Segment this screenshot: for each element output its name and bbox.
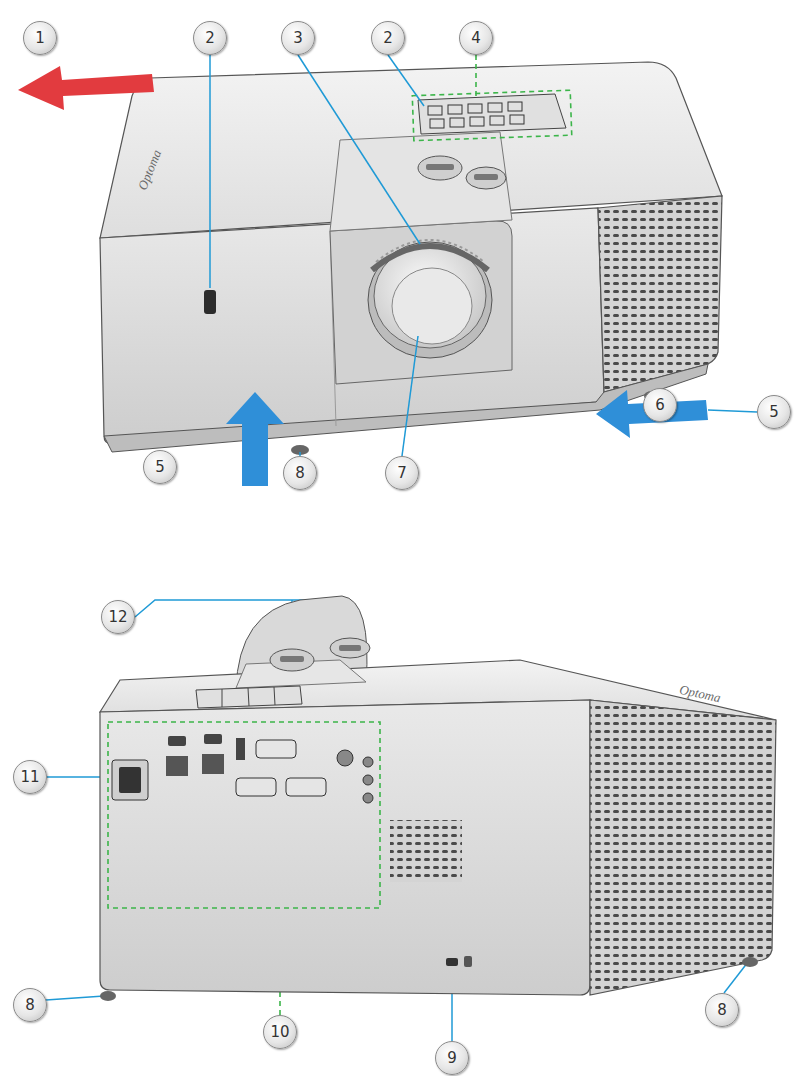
projector-front-view-part — [474, 174, 498, 180]
callout-number: 8 — [717, 1001, 727, 1019]
projector-rear-view-part — [196, 686, 302, 708]
projector-front-view-part — [490, 116, 504, 125]
projector-rear-view-part — [236, 778, 276, 796]
callout-number: 5 — [155, 458, 165, 476]
projector-front-view-part — [392, 268, 472, 344]
callout-number: 7 — [397, 464, 407, 482]
projector-front-view-part — [468, 104, 482, 113]
leader-lines-part — [402, 336, 418, 456]
callout-number: 5 — [769, 403, 779, 421]
callout-circle: 2 — [193, 21, 227, 55]
projector-rear-view-part — [168, 736, 186, 746]
projector-rear-view-part — [108, 722, 380, 908]
projector-rear-view-part — [337, 750, 353, 766]
projector-front-view-part — [426, 164, 454, 170]
projector-front-view-part — [470, 117, 484, 126]
leader-lines-part — [46, 996, 104, 1000]
projector-front-view-part — [204, 290, 216, 314]
projector-rear-view-part — [330, 638, 370, 658]
callout-circle: 4 — [459, 21, 493, 55]
callout-number: 6 — [655, 396, 665, 414]
callout-circle: 5 — [757, 395, 791, 429]
projector-rear-view-part — [339, 645, 361, 651]
callout-number: 3 — [293, 29, 303, 47]
projector-rear-view-part — [112, 760, 148, 800]
leader-lines-part — [298, 55, 420, 244]
projector-rear-view-part — [390, 820, 462, 882]
projector-rear-view-part — [742, 957, 758, 967]
callout-circle: 9 — [435, 1041, 469, 1075]
projector-front-view-part — [418, 94, 566, 134]
callout-number: 11 — [20, 768, 39, 786]
callout-circle: 7 — [385, 456, 419, 490]
projector-rear-view-part — [270, 649, 314, 671]
callout-number: 10 — [270, 1023, 289, 1041]
projector-rear-view-part — [248, 688, 249, 706]
callout-circle: 5 — [143, 450, 177, 484]
projector-front-view — [18, 62, 722, 486]
projector-rear-view-part — [363, 775, 373, 785]
projector-rear-view-part — [222, 689, 223, 707]
projector-front-view-part — [448, 105, 462, 114]
projector-front-view-part — [508, 102, 522, 111]
callout-number: 2 — [205, 29, 215, 47]
projector-front-view-part — [330, 221, 512, 384]
projector-rear-view — [100, 596, 776, 1001]
projector-rear-view-part — [119, 767, 141, 793]
projector-rear-view-part — [236, 738, 245, 760]
projector-rear-view-part — [363, 757, 373, 767]
callout-number: 9 — [447, 1049, 457, 1067]
callout-circle: 1 — [23, 21, 57, 55]
projector-front-view-part — [450, 118, 464, 127]
projector-front-view-part — [226, 392, 284, 486]
leader-lines-part — [388, 55, 424, 106]
projector-front-view-part — [18, 66, 154, 110]
projector-front-view-part — [428, 106, 442, 115]
callout-circle: 3 — [281, 21, 315, 55]
projector-rear-view-part — [100, 700, 590, 995]
callout-number: 12 — [108, 608, 127, 626]
callout-circle: 11 — [13, 760, 47, 794]
projector-front-view-part — [418, 156, 462, 180]
projector-front-view-part — [376, 240, 484, 262]
projector-front-view-part — [372, 246, 488, 270]
projector-front-view-part — [368, 242, 492, 358]
projector-rear-view-part — [286, 778, 326, 796]
projector-front-view-part — [466, 167, 506, 189]
callout-number: 2 — [383, 29, 393, 47]
projector-front-view-part — [412, 90, 571, 140]
callout-circle: 8 — [283, 456, 317, 490]
callout-number: 8 — [295, 464, 305, 482]
projector-front-view-part — [488, 103, 502, 112]
projector-rear-view-part — [100, 991, 116, 1001]
callout-number: 8 — [25, 996, 35, 1014]
projector-rear-view-part — [446, 958, 458, 966]
callout-circle: 6 — [643, 388, 677, 422]
callout-number: 4 — [471, 29, 481, 47]
projector-front-view-part — [510, 115, 524, 124]
leader-lines-part — [708, 410, 757, 412]
callout-circle: 2 — [371, 21, 405, 55]
callout-circle: 10 — [263, 1015, 297, 1049]
projector-rear-view-part — [202, 754, 224, 774]
projector-front-view-part — [430, 119, 444, 128]
dashed-leaders-part — [475, 55, 477, 96]
callout-circle: 8 — [13, 988, 47, 1022]
callout-number: 1 — [35, 29, 45, 47]
leader-lines-part — [209, 55, 211, 288]
projector-rear-view-part — [363, 793, 373, 803]
projector-rear-view-part — [280, 656, 304, 662]
callout-circle: 12 — [101, 600, 135, 634]
projector-front-view-part — [291, 445, 309, 455]
callout-circle: 8 — [705, 993, 739, 1027]
projector-rear-view-part — [274, 687, 275, 705]
projector-rear-view-part — [256, 740, 296, 758]
projector-rear-view-part — [590, 700, 776, 995]
projector-rear-view-part — [464, 956, 472, 967]
projector-rear-view-part — [166, 756, 188, 776]
projector-rear-view-part — [204, 734, 222, 744]
projector-front-view-part — [598, 196, 722, 392]
